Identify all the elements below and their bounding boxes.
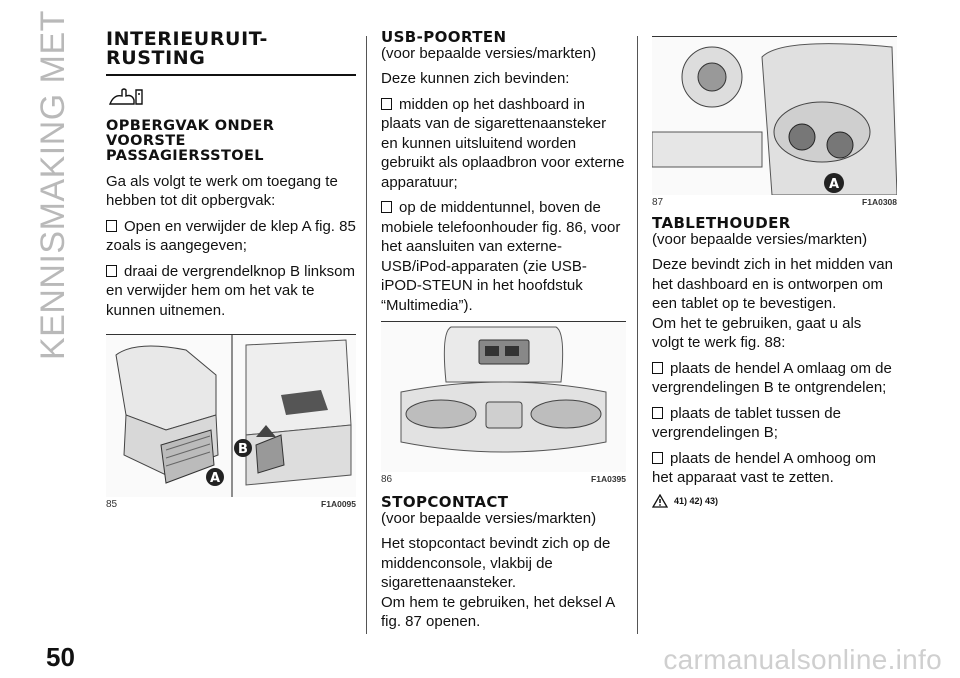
chapter-heading-line1: INTERIEURUIT-: [106, 28, 268, 50]
tablet-text: Deze bevindt zich in het midden van het …: [652, 256, 893, 312]
column-1: INTERIEURUIT- RUSTING OPBERGVAK ONDER VO…: [106, 30, 356, 510]
figure-number: 85: [106, 499, 118, 510]
list-item-text: plaats de hendel A omlaag om de vergrend…: [652, 359, 892, 397]
figure-number: 86: [381, 474, 393, 485]
column-2: USB-POORTEN (voor bepaalde versies/markt…: [381, 30, 626, 638]
figure-code: F1A0308: [862, 197, 897, 207]
checkbox-bullet-icon: [381, 201, 392, 213]
section-heading-line2: VOORSTE: [106, 132, 186, 149]
checkbox-bullet-icon: [106, 219, 117, 232]
list-item: op de middentunnel, boven de mobiele tel…: [381, 198, 626, 315]
warning-note: 41) 42) 43): [652, 493, 897, 508]
list-item: plaats de hendel A omhoog om het apparaa…: [652, 449, 897, 488]
column-divider: [637, 36, 638, 634]
figure-85: A B 85 F1A0095: [106, 334, 356, 510]
warning-references: 41) 42) 43): [674, 495, 719, 506]
warning-triangle-icon: [652, 493, 668, 508]
checkbox-bullet-icon: [106, 264, 117, 277]
chapter-heading-line2: RUSTING: [106, 47, 206, 69]
interior-icon: [108, 86, 356, 113]
checkbox-bullet-icon: [652, 406, 663, 419]
usb-port-illustration: [381, 322, 626, 472]
socket-subheading: (voor bepaalde versies/markten): [381, 510, 597, 527]
callout-a: A: [210, 471, 220, 486]
figure-86: 86 F1A0395: [381, 321, 626, 485]
socket-text: Het stopcontact bevindt zich op de midde…: [381, 535, 611, 591]
callout-a: A: [829, 177, 839, 192]
list-item: draai de vergrendelknop B linksom en ver…: [106, 262, 356, 321]
list-item-text: plaats de hendel A omhoog om het apparaa…: [652, 449, 876, 487]
section-heading-line3: PASSAGIERSSTOEL: [106, 147, 264, 164]
tablet-subheading: (voor bepaalde versies/markten): [652, 231, 868, 248]
usb-heading: USB-POORTEN: [381, 28, 507, 46]
column-3: A 87 F1A0308 TABLETHOUDER (voor bepaalde…: [652, 30, 897, 508]
figure-code: F1A0395: [591, 474, 626, 484]
list-item: plaats de hendel A omlaag om de vergrend…: [652, 359, 897, 398]
figure-caption: 86 F1A0395: [381, 474, 626, 485]
figure-number: 87: [652, 197, 664, 208]
figure-caption: 85 F1A0095: [106, 499, 356, 510]
seat-storage-illustration: A B: [106, 335, 356, 497]
list-item: Open en verwijder de klep A fig. 85 zoal…: [106, 217, 356, 256]
checkbox-bullet-icon: [381, 97, 392, 110]
usb-intro: Deze kunnen zich bevinden:: [381, 70, 570, 87]
page-number: 50: [46, 642, 75, 672]
list-item-text: Open en verwijder de klep A fig. 85 zoal…: [106, 217, 356, 255]
callout-b: B: [238, 442, 248, 457]
watermark: carmanualsonline.info: [663, 644, 942, 675]
list-item: midden op het dashboard in plaats van de…: [381, 95, 626, 193]
chapter-sidebar: KENNISMAKING MET DE AUTO: [28, 0, 78, 360]
tablet-heading: TABLETHOUDER: [652, 214, 791, 232]
tablet-text: Om het te gebruiken, gaat u als volgt te…: [652, 314, 862, 352]
figure-caption: 87 F1A0308: [652, 197, 897, 208]
column-divider: [366, 36, 367, 634]
chapter-title: KENNISMAKING MET DE AUTO: [34, 0, 72, 360]
socket-text: Om hem te gebruiken, het deksel A fig. 8…: [381, 593, 615, 631]
figure-code: F1A0095: [321, 499, 356, 509]
checkbox-bullet-icon: [652, 451, 663, 464]
list-item-text: midden op het dashboard in plaats van de…: [381, 95, 625, 191]
intro-text: Ga als volgt te werk om toegang te hebbe…: [106, 172, 338, 210]
list-item-text: draai de vergrendelknop B linksom en ver…: [106, 262, 355, 319]
socket-heading: STOPCONTACT: [381, 493, 509, 511]
section-heading-line1: OPBERGVAK ONDER: [106, 117, 275, 134]
list-item: plaats de tablet tussen de vergrendeling…: [652, 404, 897, 443]
figure-87: A 87 F1A0308: [652, 36, 897, 208]
list-item-text: op de middentunnel, boven de mobiele tel…: [381, 199, 621, 314]
power-socket-illustration: A: [652, 37, 897, 195]
checkbox-bullet-icon: [652, 361, 663, 374]
list-item-text: plaats de tablet tussen de vergrendeling…: [652, 404, 841, 442]
usb-subheading: (voor bepaalde versies/markten): [381, 45, 597, 62]
heading-rule: [106, 74, 356, 76]
